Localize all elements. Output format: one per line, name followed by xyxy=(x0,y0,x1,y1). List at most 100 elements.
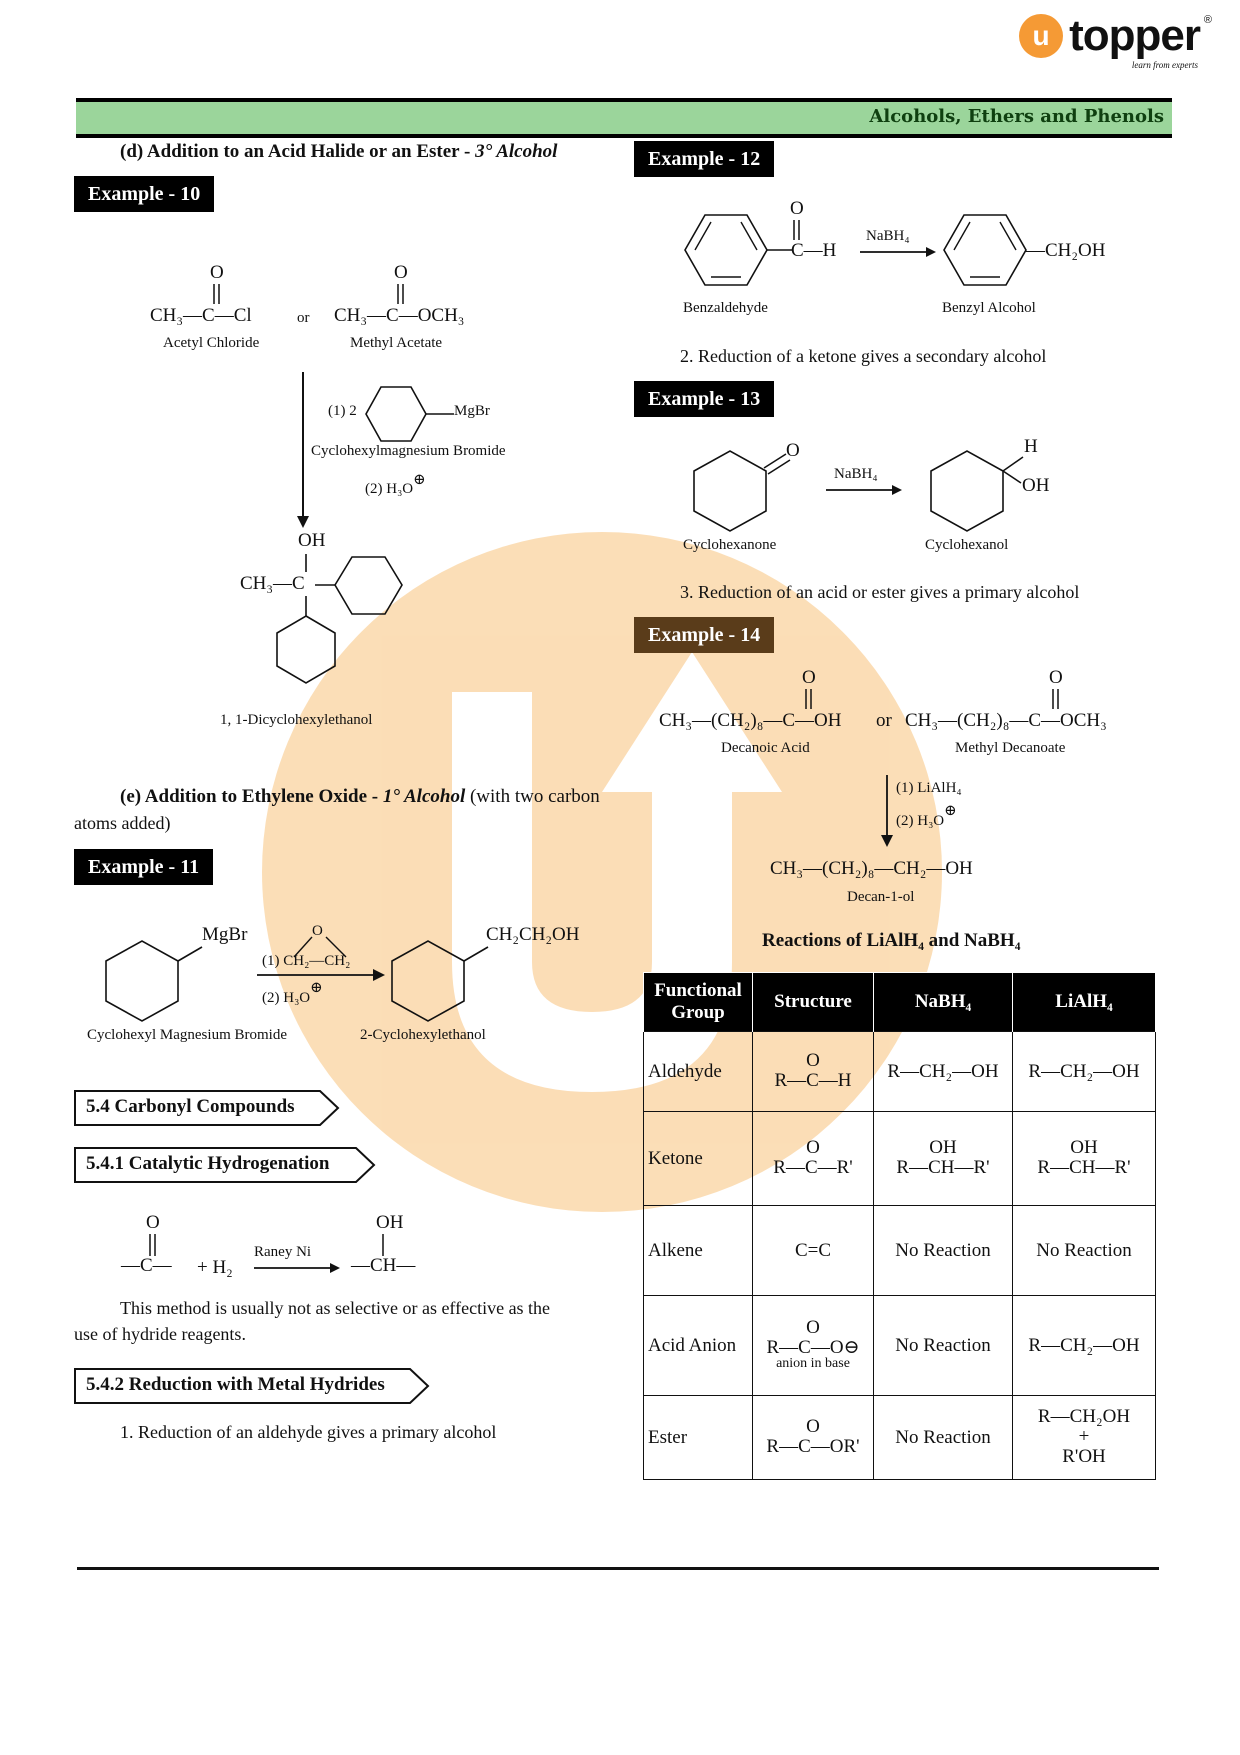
hydrogenation-h2: + H₂ xyxy=(197,1257,233,1278)
formula-main: No Reaction xyxy=(895,1239,991,1261)
reaction-arrow-right-icon xyxy=(826,485,902,495)
cell-nabh4: No Reaction xyxy=(873,1205,1013,1296)
formula-main: R—C—O⊖ xyxy=(766,1336,860,1358)
ex14-reagent2: (2) H₃O xyxy=(896,813,945,829)
double-bond-icon xyxy=(213,284,220,304)
formula-main: No Reaction xyxy=(895,1426,991,1448)
ex12-reagent: NaBH₄ xyxy=(866,228,910,244)
ex10-reagent1-name: Cyclohexylmagnesium Bromide xyxy=(311,443,506,459)
formula-main: + xyxy=(1078,1426,1090,1447)
double-bond-icon xyxy=(793,220,800,240)
hydrogenation-catalyst: Raney Ni xyxy=(254,1244,312,1260)
cyclohexane-ring-icon xyxy=(365,386,454,442)
section-5-4-heading: 5.4 Carbonyl Compounds xyxy=(74,1090,340,1126)
ex11-reactant-name: Cyclohexyl Magnesium Bromide xyxy=(87,1027,287,1043)
registered-mark: ® xyxy=(1203,14,1212,26)
ex13-reactant-name: Cyclohexanone xyxy=(683,537,777,553)
formula-main: No Reaction xyxy=(1036,1239,1132,1261)
chapter-title: Alcohols, Ethers and Phenols xyxy=(869,106,1164,127)
cell-lialh4: R—CH₂—OH xyxy=(1012,1295,1156,1396)
methyl-acetate-name: Methyl Acetate xyxy=(350,335,443,351)
section-e-heading: (e) Addition to Ethylene Oxide - 1° Alco… xyxy=(120,786,600,807)
header-functional-group: Functional Group xyxy=(643,972,753,1032)
ex13-o: O xyxy=(786,440,800,461)
header-nabh4: NaBH₄ xyxy=(873,972,1013,1032)
reactions-table: Functional Group Structure NaBH₄ LiAlH₄ … xyxy=(643,972,1156,1480)
cell-nabh4: No Reaction xyxy=(873,1295,1013,1396)
double-bond-icon xyxy=(1052,689,1059,709)
hydrogenation-reactant: —C— xyxy=(121,1255,172,1276)
acetyl-chloride-o: O xyxy=(210,262,224,283)
ex11-reactant-group: MgBr xyxy=(202,924,248,945)
formula-top: O xyxy=(806,1416,820,1438)
methyl-acetate-formula: CH₃—C—OCH₃ xyxy=(334,305,465,326)
ex12-o: O xyxy=(790,198,804,219)
hydrogenation-product: —CH— xyxy=(351,1255,416,1276)
double-bond-icon xyxy=(149,1234,156,1256)
ex10-product-oh: OH xyxy=(298,530,326,551)
formula-main: R—CH₂—OH xyxy=(1028,1334,1140,1356)
cell-functional-group: Ketone xyxy=(643,1111,753,1206)
reaction-arrow-right-icon xyxy=(860,247,936,257)
formula-main: C=C xyxy=(794,1239,832,1261)
formula-main: R—C—R' xyxy=(773,1156,853,1178)
ex13-reagent: NaBH₄ xyxy=(834,466,878,482)
ex13-product-name: Cyclohexanol xyxy=(925,537,1009,553)
formula-main: No Reaction xyxy=(895,1334,991,1356)
methyl-acetate-o: O xyxy=(394,262,408,283)
benzene-ring-icon xyxy=(684,214,793,286)
cell-functional-group: Acid Anion xyxy=(643,1295,753,1396)
hydrogenation-o: O xyxy=(146,1212,160,1233)
ex12-reactant-name: Benzaldehyde xyxy=(683,300,768,316)
cell-lialh4: R—CH₂—OH xyxy=(1012,1031,1156,1112)
cyclohexanol-ring-icon xyxy=(930,450,1024,532)
formula-top: O xyxy=(806,1050,820,1072)
ex13-h: H xyxy=(1024,436,1038,457)
single-bond-icon xyxy=(382,1234,384,1256)
formula-main: R—CH₂—OH xyxy=(1028,1060,1140,1082)
ex10-reagent1: (1) 2 xyxy=(328,403,357,419)
formula-main: R—C—OR' xyxy=(766,1435,860,1457)
example-14-label: Example - 14 xyxy=(634,617,775,653)
formula-note: anion in base xyxy=(776,1356,850,1372)
logo-u-icon: u xyxy=(1019,14,1064,58)
cyclohexyl-ring-icon xyxy=(391,940,489,1022)
positive-charge-icon: ⊕ xyxy=(413,472,426,488)
ex14-ester-o: O xyxy=(1049,667,1063,688)
ex14-ester-name: Methyl Decanoate xyxy=(955,740,1066,756)
reaction-arrow-down-icon xyxy=(881,775,893,847)
formula-main: R—CH—R' xyxy=(1037,1156,1131,1178)
section-5-4-2-heading: 5.4.2 Reduction with Metal Hydrides xyxy=(74,1368,430,1404)
point-2-text: 2. Reduction of a ketone gives a seconda… xyxy=(680,346,1047,366)
benzene-ring-icon xyxy=(943,214,1027,286)
formula-top: R—CH₂OH xyxy=(1037,1406,1131,1428)
cell-structure: C=C xyxy=(752,1205,874,1296)
chapter-header-band: Alcohols, Ethers and Phenols xyxy=(76,98,1172,138)
ex14-ester-formula: CH₃—(CH₂)₈—C—OCH₃ xyxy=(905,710,1107,731)
ex11-product-name: 2-Cyclohexylethanol xyxy=(360,1027,486,1043)
cyclohexanone-ring-icon xyxy=(693,450,791,532)
formula-main: R—C—H xyxy=(774,1069,852,1091)
cell-functional-group: Alkene xyxy=(643,1205,753,1296)
reaction-arrow-down-icon xyxy=(297,372,309,528)
logo-wordmark: topper xyxy=(1069,11,1201,60)
ex14-product-formula: CH₃—(CH₂)₈—CH₂—OH xyxy=(770,858,973,879)
formula-extra: R'OH xyxy=(1062,1445,1106,1467)
acetyl-chloride-name: Acetyl Chloride xyxy=(163,335,260,351)
ex14-acid-formula: CH₃—(CH₂)₈—C—OH xyxy=(659,710,842,731)
example-11-label: Example - 11 xyxy=(74,849,214,885)
brand-logo: u topper ® learn from experts xyxy=(1019,11,1212,70)
ex12-product-group: —CH₂OH xyxy=(1026,240,1106,261)
ex14-or-text: or xyxy=(876,710,892,731)
section-banner-icon xyxy=(74,1368,430,1404)
footer-rule xyxy=(77,1567,1159,1570)
hydrogenation-oh: OH xyxy=(376,1212,404,1233)
ex13-oh: OH xyxy=(1022,475,1050,496)
